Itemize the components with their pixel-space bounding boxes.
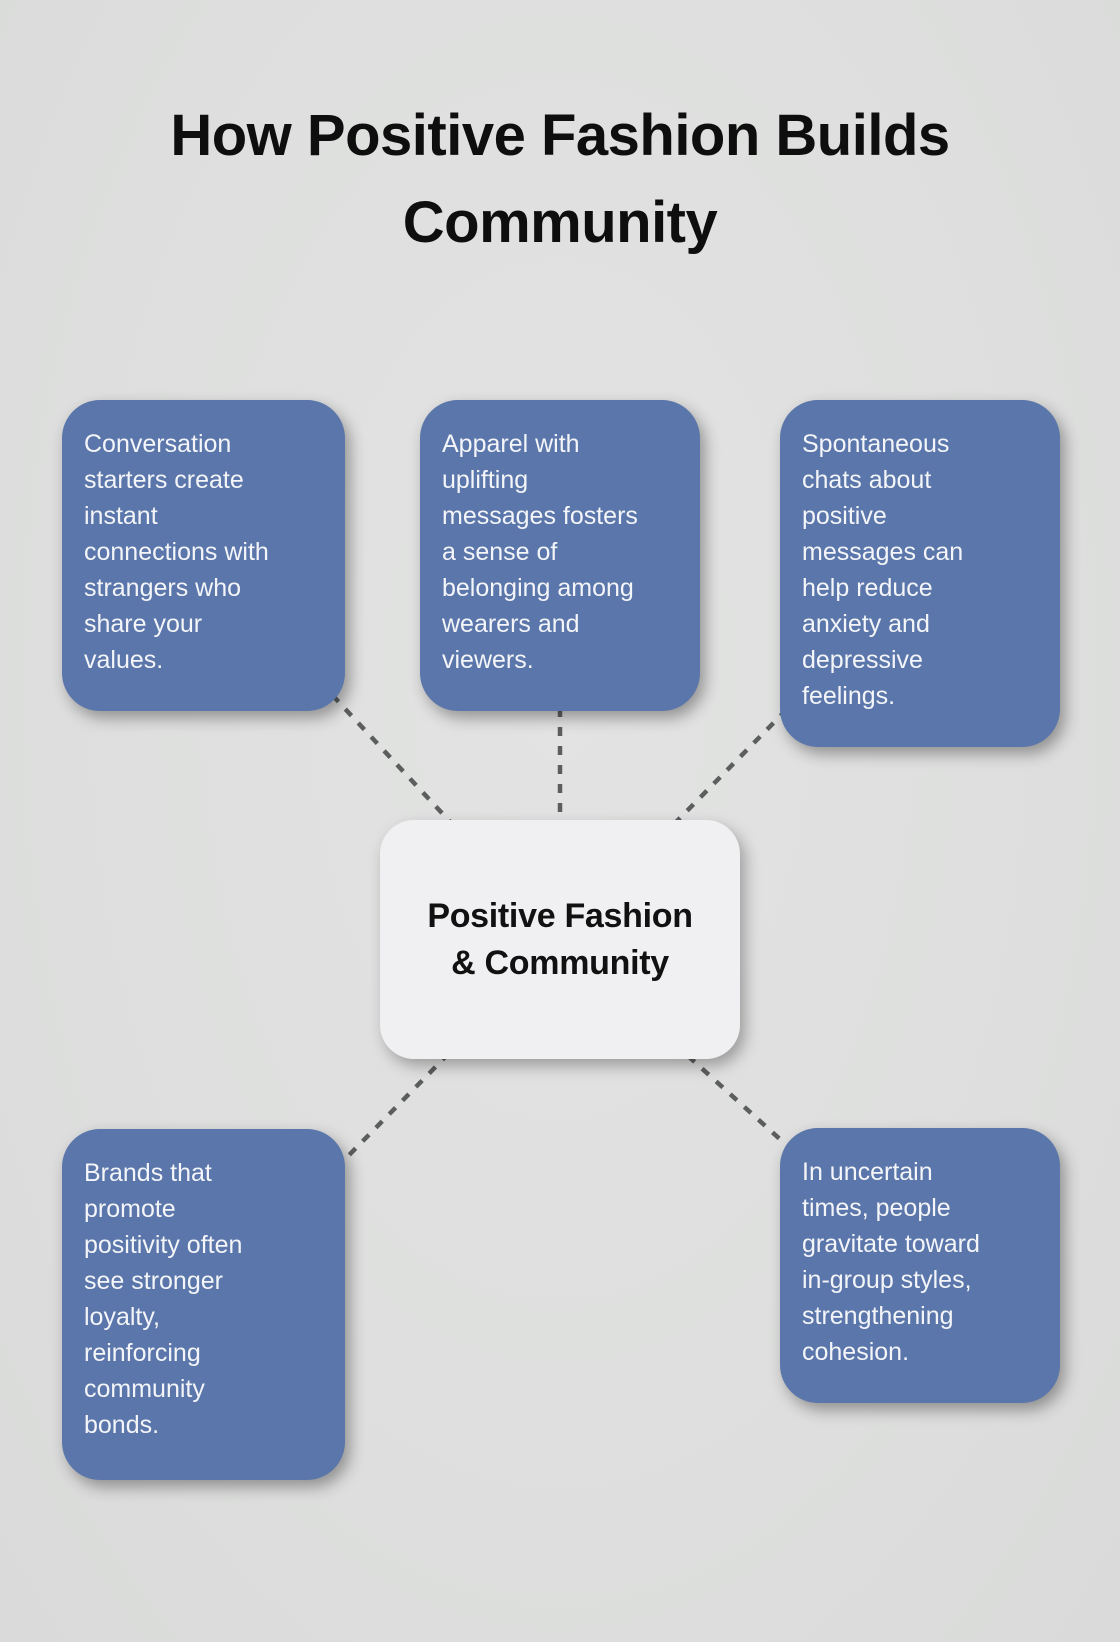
node-conversation-starters: Conversation starters create instant con…	[62, 400, 345, 711]
node-spontaneous-chats-text: Spontaneous chats about positive message…	[802, 430, 964, 710]
node-uplifting-apparel-text: Apparel with uplifting messages fosters …	[442, 430, 638, 674]
center-node: Positive Fashion & Community	[380, 820, 740, 1059]
node-in-group-styles-text: In uncertain times, people gravitate tow…	[802, 1158, 980, 1366]
page-title: How Positive Fashion Builds Community	[170, 103, 950, 255]
node-spontaneous-chats: Spontaneous chats about positive message…	[780, 400, 1060, 747]
node-brand-loyalty: Brands that promote positivity often see…	[62, 1129, 345, 1480]
center-node-label: Positive Fashion & Community	[427, 896, 693, 982]
node-in-group-styles: In uncertain times, people gravitate tow…	[780, 1128, 1060, 1403]
node-conversation-starters-text: Conversation starters create instant con…	[84, 430, 269, 674]
node-uplifting-apparel: Apparel with uplifting messages fosters …	[420, 400, 700, 711]
node-brand-loyalty-text: Brands that promote positivity often see…	[84, 1159, 243, 1439]
